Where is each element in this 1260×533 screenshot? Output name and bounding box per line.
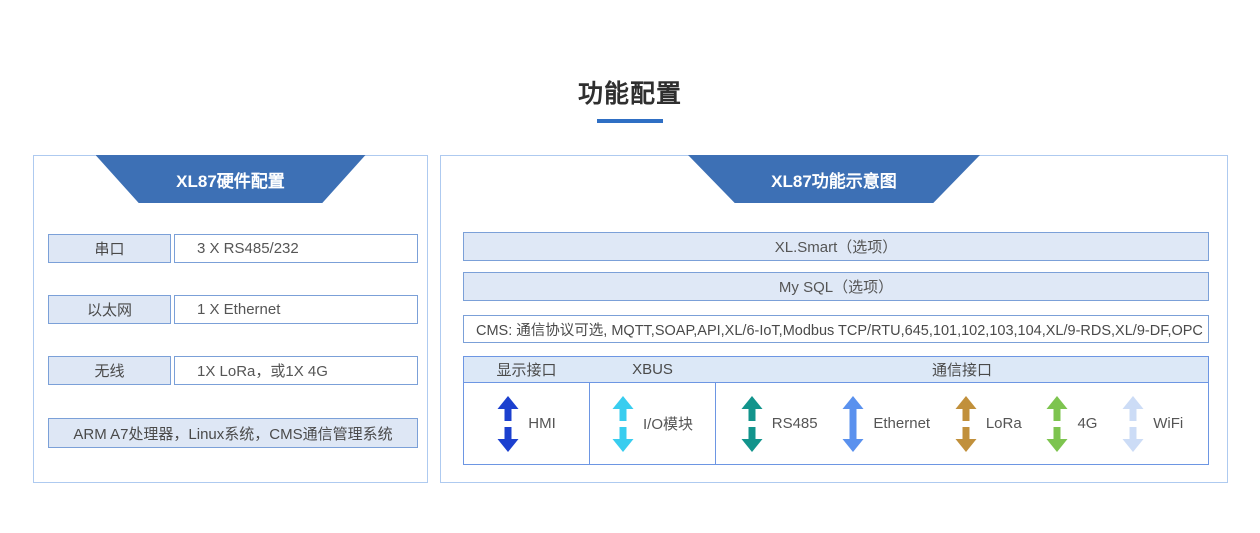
hw-platform-summary: ARM A7处理器，Linux系统，CMS通信管理系统 bbox=[48, 418, 418, 448]
cell-xbus: I/O模块 bbox=[589, 383, 716, 464]
header-xbus: XBUS bbox=[632, 361, 673, 378]
double-arrow-icon bbox=[741, 395, 763, 452]
hw-value-wireless: 1X LoRa，或1X 4G bbox=[174, 356, 418, 385]
interface-label: WiFi bbox=[1153, 415, 1184, 432]
interface-wifi: WiFi bbox=[1122, 395, 1184, 452]
hw-row-ethernet: 以太网 1 X Ethernet bbox=[48, 295, 418, 324]
interface-lora: LoRa bbox=[955, 395, 1022, 452]
double-arrow-icon bbox=[612, 395, 634, 452]
header-display-interface: 显示接口 bbox=[496, 362, 557, 379]
interface-table: 显示接口 XBUS 通信接口 HMI bbox=[463, 356, 1209, 465]
interface-table-header: 显示接口 XBUS 通信接口 bbox=[464, 357, 1208, 383]
interface-io-module: I/O模块 bbox=[612, 395, 693, 452]
interface-label: 4G bbox=[1077, 415, 1098, 432]
double-arrow-icon bbox=[842, 395, 864, 452]
interface-label: Ethernet bbox=[873, 415, 931, 432]
hardware-panel-header: XL87硬件配置 bbox=[95, 155, 366, 203]
function-panel-header: XL87功能示意图 bbox=[688, 155, 980, 203]
page-title: 功能配置 bbox=[0, 74, 1260, 123]
interface-table-body: HMI I/O模块 bbox=[464, 383, 1208, 464]
interface-label: HMI bbox=[528, 415, 556, 432]
cell-comm-interface: RS485 Ethernet L bbox=[716, 383, 1208, 464]
interface-label: RS485 bbox=[771, 415, 818, 432]
function-diagram-panel: XL87功能示意图 XL.Smart（选项） My SQL（选项） CMS: 通… bbox=[440, 155, 1228, 483]
cell-display-interface: HMI bbox=[464, 383, 589, 464]
hw-value-serial: 3 X RS485/232 bbox=[174, 234, 418, 263]
header-comm-interface: 通信接口 bbox=[931, 362, 992, 379]
interface-label: I/O模块 bbox=[642, 416, 693, 433]
page-title-text: 功能配置 bbox=[577, 80, 682, 108]
interface-hmi: HMI bbox=[497, 395, 556, 452]
hw-label-serial: 串口 bbox=[48, 234, 171, 263]
interface-rs485: RS485 bbox=[741, 395, 818, 452]
interface-ethernet: Ethernet bbox=[842, 395, 931, 452]
interface-label: LoRa bbox=[985, 415, 1022, 432]
hw-label-ethernet: 以太网 bbox=[48, 295, 171, 324]
layer-xl-smart: XL.Smart（选项） bbox=[463, 232, 1209, 261]
layer-my-sql: My SQL（选项） bbox=[463, 272, 1209, 301]
double-arrow-icon bbox=[497, 395, 519, 452]
double-arrow-icon bbox=[955, 395, 977, 452]
hw-row-wireless: 无线 1X LoRa，或1X 4G bbox=[48, 356, 418, 385]
layer-cms-protocols: CMS: 通信协议可选, MQTT,SOAP,API,XL/6-IoT,Modb… bbox=[463, 315, 1209, 343]
hw-label-wireless: 无线 bbox=[48, 356, 171, 385]
title-underline bbox=[597, 119, 663, 123]
hw-row-serial: 串口 3 X RS485/232 bbox=[48, 234, 418, 263]
double-arrow-icon bbox=[1046, 395, 1068, 452]
hardware-config-panel: XL87硬件配置 串口 3 X RS485/232 以太网 1 X Ethern… bbox=[33, 155, 428, 483]
interface-4g: 4G bbox=[1046, 395, 1098, 452]
double-arrow-icon bbox=[1122, 395, 1144, 452]
hw-value-ethernet: 1 X Ethernet bbox=[174, 295, 418, 324]
